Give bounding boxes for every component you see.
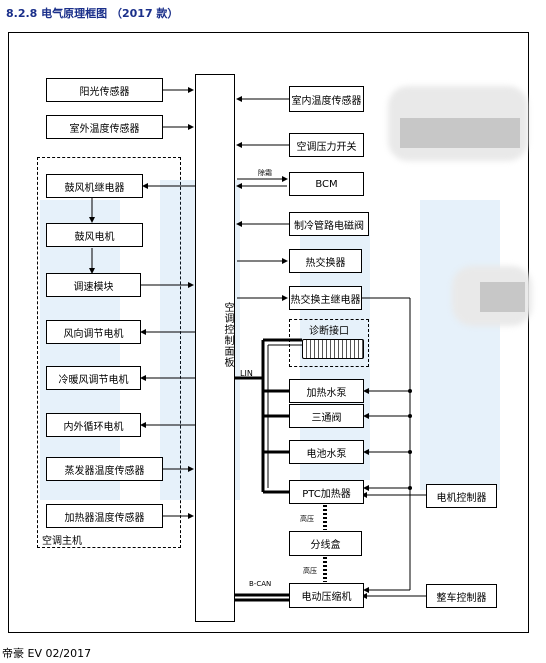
bcan-label: B-CAN <box>249 580 272 588</box>
vehicle-controller-box: 整车控制器 <box>426 584 497 608</box>
evaporator-temp-sensor-box: 蒸发器温度传感器 <box>46 457 163 481</box>
lin-label: LIN <box>240 369 253 378</box>
diagnostic-port-label: 诊断接口 <box>309 326 349 337</box>
blower-relay-box: 鼓风机继电器 <box>46 174 143 198</box>
refrigerant-valve-box: 制冷管路电磁阀 <box>289 212 369 236</box>
blend-motor-box: 冷暖风调节电机 <box>46 366 141 390</box>
motor-controller-box: 电机控制器 <box>426 484 497 508</box>
hv-label-2: 高压 <box>303 567 317 575</box>
distribution-box: 分线盒 <box>289 531 362 556</box>
electric-compressor-box: 电动压缩机 <box>289 583 364 608</box>
hv-label-1: 高压 <box>300 515 314 523</box>
indoor-temp-sensor-box: 室内温度传感器 <box>289 86 364 112</box>
page-title: 8.2.8 电气原理框图 （2017 款） <box>6 7 179 20</box>
hvac-unit-label: 空调主机 <box>42 536 82 547</box>
heating-pump-box: 加热水泵 <box>289 379 364 403</box>
diagram-frame <box>8 32 529 633</box>
recirc-motor-box: 内外循环电机 <box>46 413 141 437</box>
ac-control-panel: 空调控制面板 <box>195 74 235 622</box>
defrost-label: 除霜 <box>258 169 272 177</box>
heat-exchanger-box: 热交换器 <box>289 249 362 273</box>
sunlight-sensor-box: 阳光传感器 <box>46 78 163 102</box>
hvac-unit-group <box>37 157 181 548</box>
three-way-valve-box: 三通阀 <box>289 404 364 428</box>
battery-pump-box: 电池水泵 <box>289 440 364 464</box>
redacted-block-1 <box>400 118 520 148</box>
bcm-box: BCM <box>289 172 364 196</box>
redacted-block-2 <box>480 282 525 312</box>
blower-motor-box: 鼓风电机 <box>46 223 143 247</box>
diagnostic-port-group <box>289 319 369 367</box>
mode-motor-box: 风向调节电机 <box>46 320 141 344</box>
heat-exchanger-relay-box: 热交换主继电器 <box>289 286 362 310</box>
speed-module-box: 调速模块 <box>46 273 141 297</box>
ac-pressure-switch-box: 空调压力开关 <box>289 133 364 157</box>
outdoor-temp-sensor-box: 室外温度传感器 <box>46 115 163 139</box>
ac-control-panel-label: 空调控制面板 <box>222 302 233 368</box>
ptc-heater-box: PTC加热器 <box>289 480 364 504</box>
footer-text: 帝豪 EV 02/2017 <box>2 647 92 660</box>
heater-temp-sensor-box: 加热器温度传感器 <box>46 504 163 528</box>
diagnostic-connector-icon <box>302 339 364 359</box>
